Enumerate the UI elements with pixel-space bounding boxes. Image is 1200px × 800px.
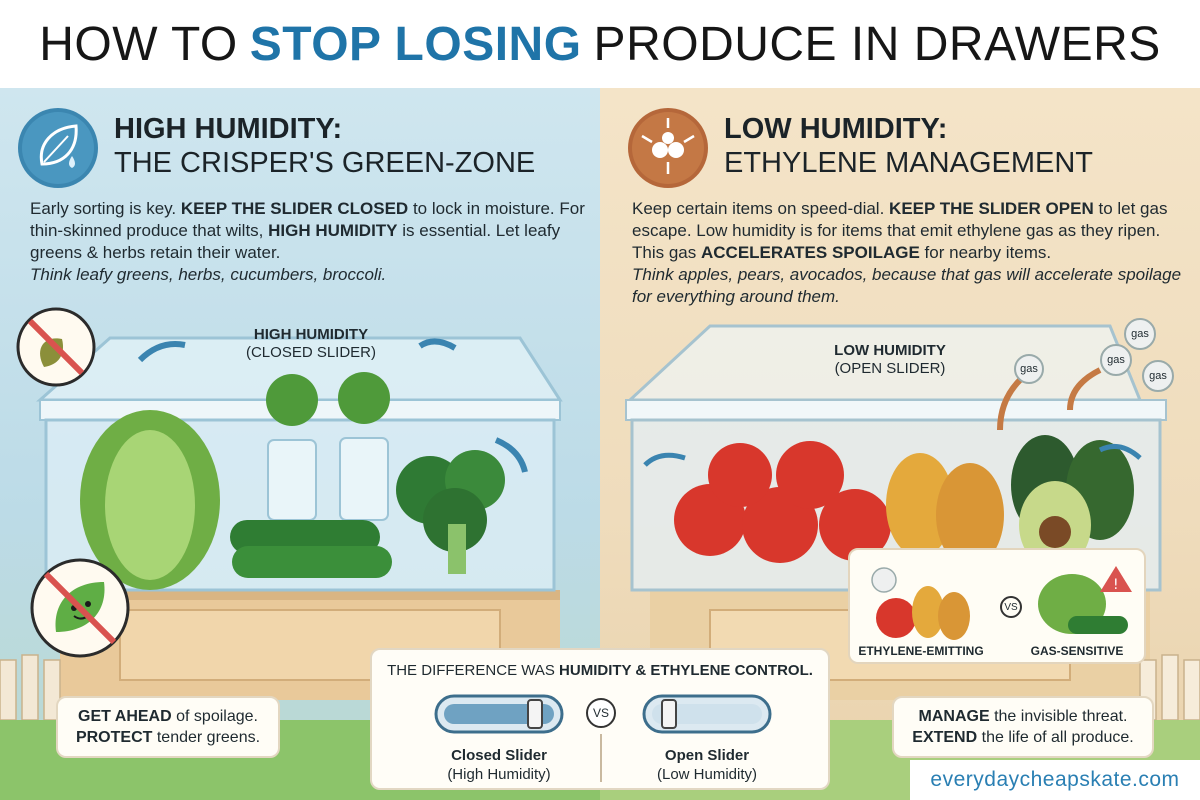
open-slider-sub: (Low Humidity) [656,766,758,783]
right-callout-1b: MANAGE [918,708,990,725]
right-body-italic: Think apples, pears, avocados, because t… [632,265,1182,306]
inset-vs: VS [1000,596,1022,618]
right-drawer-title: LOW HUMIDITY [834,342,946,359]
difference-box: THE DIFFERENCE WAS HUMIDITY & ETHYLENE C… [370,648,830,790]
right-body-3: for nearby items. [924,243,1052,262]
leaf-water-drop-icon [18,108,98,188]
left-drawer-sub: (CLOSED SLIDER) [245,344,377,361]
center-vs-label: VS [592,706,609,720]
right-body-2: to let gas escape. Low humidity is for i… [632,199,1168,262]
happy-leaf-icon [30,558,130,658]
ethylene-fruit-icon [871,567,970,640]
left-heading: HIGH HUMIDITY: THE CRISPER'S GREEN-ZONE [114,112,535,180]
no-wilting-icon [16,307,96,387]
left-body-italic: Think leafy greens, herbs, cucumbers, br… [30,265,387,284]
left-heading-sub: THE CRISPER'S GREEN-ZONE [114,147,536,179]
inset-right-label: GAS-SENSITIVE [1030,644,1124,658]
open-slider-label: Open Slider [664,747,750,764]
right-drawer-illustration [600,324,1200,800]
center-divider [600,734,602,782]
center-vs: VS [586,698,616,728]
right-body-1b: KEEP THE SLIDER OPEN [889,199,1094,218]
left-body-2b: HIGH HUMIDITY [268,221,398,240]
closed-slider-caption: Closed Slider (High Humidity) [424,746,574,784]
gas-bubble: gas [1014,354,1044,384]
title-before: HOW TO [39,17,238,71]
right-callout-2: the life of all produce. [981,729,1134,746]
right-body-2b: ACCELERATES SPOILAGE [700,243,920,262]
difference-title: THE DIFFERENCE WAS HUMIDITY & ETHYLENE C… [372,662,828,679]
open-slider-icon [642,694,772,734]
open-slider-caption: Open Slider (Low Humidity) [632,746,782,784]
left-callout: GET AHEAD of spoilage. PROTECT tender gr… [56,696,280,758]
inset-vs-label: VS [1004,601,1018,613]
gas-bubble-label: gas [1149,370,1167,382]
difference-title-bold: HUMIDITY & ETHYLENE CONTROL. [559,662,813,679]
gas-bubble: gas [1100,344,1132,376]
gas-bubble-label: gas [1131,328,1149,340]
gas-bubble-label: gas [1020,363,1038,375]
right-body-1: Keep certain items on speed-dial. [632,199,885,218]
right-callout: MANAGE the invisible threat. EXTEND the … [892,696,1154,758]
title-accent: STOP LOSING [249,17,582,71]
right-drawer-sub: (OPEN SLIDER) [834,360,946,377]
brand-watermark: everydaycheapskate.com [910,760,1200,800]
right-heading-sub: ETHYLENE MANAGEMENT [724,147,1093,179]
ethylene-vs-sensitive-inset: VS ! ETHYLENE-EMITTING GAS-SENSITIVE [848,548,1146,664]
leafy-greens-warning-icon: ! [1038,566,1132,634]
left-callout-1b: GET AHEAD [78,708,172,725]
left-drawer-title: HIGH HUMIDITY [253,326,369,343]
left-callout-1: of spoilage. [176,708,258,725]
left-body-1b: KEEP THE SLIDER CLOSED [180,199,409,218]
right-callout-2b: EXTEND [912,729,978,746]
right-heading: LOW HUMIDITY: ETHYLENE MANAGEMENT [724,112,1093,180]
right-heading-bold: LOW HUMIDITY: [724,113,948,145]
title-after: PRODUCE IN DRAWERS [593,17,1161,71]
left-callout-2b: PROTECT [75,729,153,746]
difference-title-before: THE DIFFERENCE WAS [387,662,555,679]
right-drawer-label: LOW HUMIDITY (OPEN SLIDER) [820,342,960,378]
closed-slider-sub: (High Humidity) [447,766,551,783]
right-callout-1: the invisible threat. [994,708,1128,725]
left-drawer-illustration [0,336,600,800]
molecule-icon [628,108,708,188]
left-body-3: is essential. Let leafy greens & herbs r… [30,221,561,262]
closed-slider-label: Closed Slider [451,747,547,764]
gas-bubble: gas [1142,360,1174,392]
left-drawer-label: HIGH HUMIDITY (CLOSED SLIDER) [236,326,386,362]
left-heading-bold: HIGH HUMIDITY: [114,113,343,145]
gas-bubble-label: gas [1107,354,1125,366]
closed-slider-icon [434,694,564,734]
left-body: Early sorting is key. KEEP THE SLIDER CL… [30,198,586,286]
left-body-2: to lock in moisture. For thin-skinned pr… [30,199,585,240]
svg-text:!: ! [1113,577,1119,593]
gas-bubble: gas [1124,318,1156,350]
left-callout-2: tender greens. [156,729,261,746]
right-body: Keep certain items on speed-dial. KEEP T… [632,198,1194,308]
page-title: HOW TO STOP LOSING PRODUCE IN DRAWERS [0,0,1200,88]
inset-left-label: ETHYLENE-EMITTING [858,644,984,658]
left-body-1: Early sorting is key. [30,199,177,218]
